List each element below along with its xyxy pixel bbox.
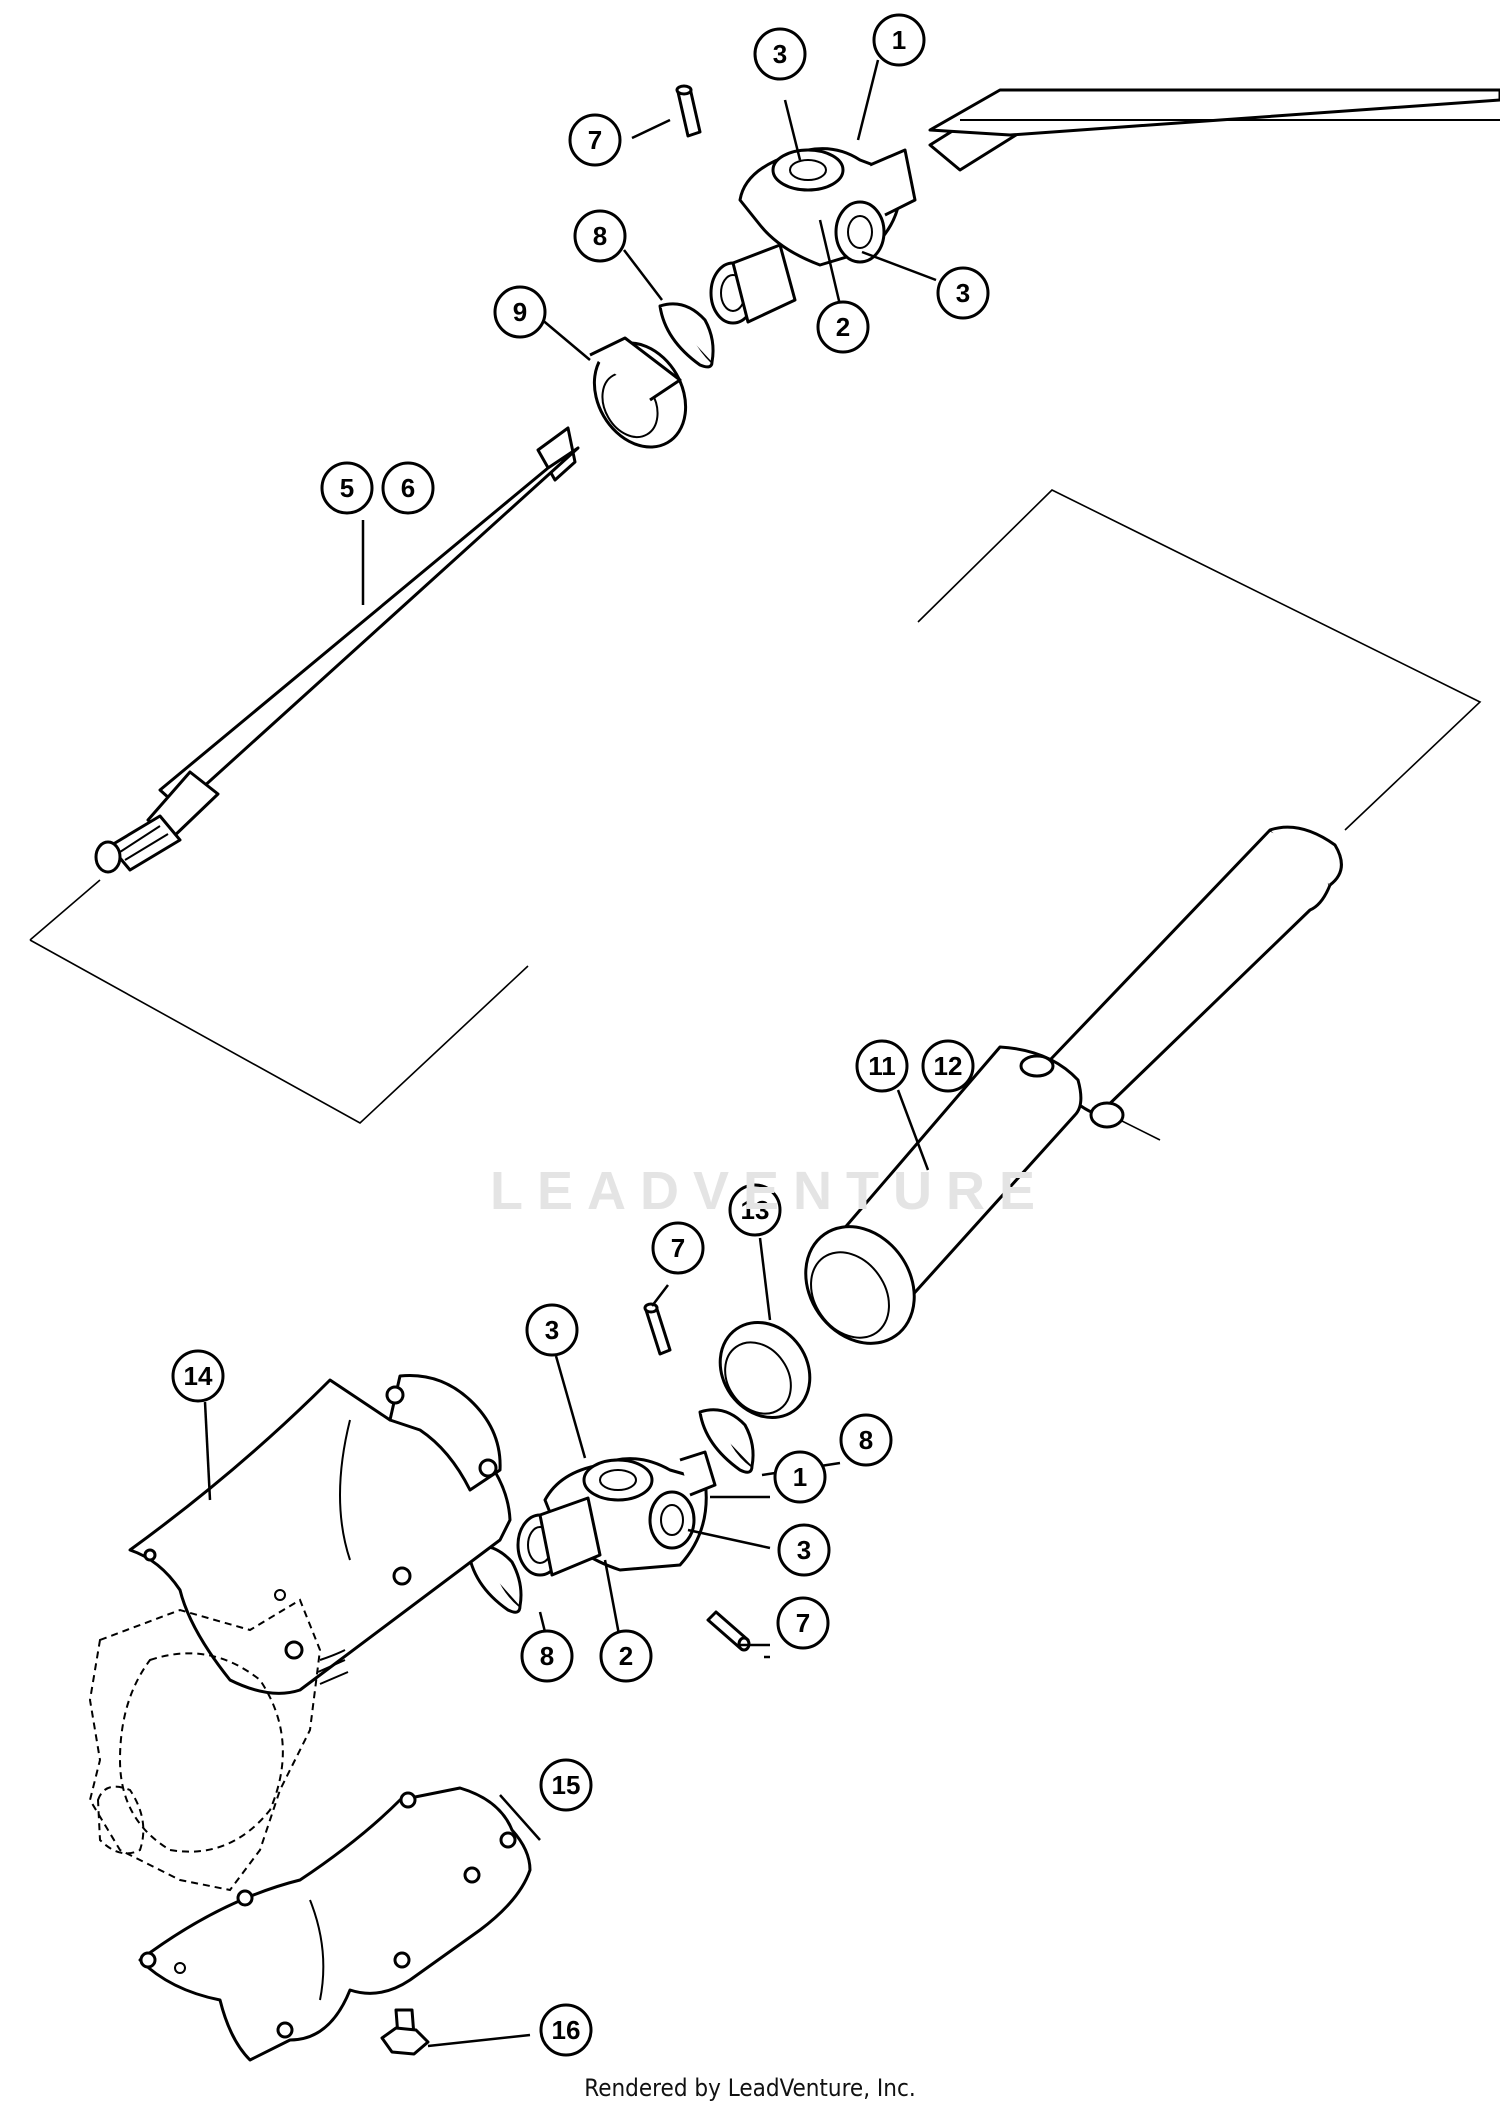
svg-text:3: 3 (797, 1535, 811, 1565)
callout-8-lower-right: 8 (839, 1413, 893, 1467)
snap-ring-mid (698, 1408, 755, 1474)
callout-3-upper-side: 3 (936, 266, 990, 320)
callout-8-lower-left: 8 (520, 1629, 574, 1683)
svg-text:8: 8 (540, 1641, 554, 1671)
svg-text:3: 3 (956, 278, 970, 308)
drive-tube-inner (1048, 825, 1343, 1129)
callout-1-lower: 1 (773, 1450, 827, 1504)
svg-text:8: 8 (593, 221, 607, 251)
svg-text:1: 1 (892, 25, 906, 55)
svg-text:6: 6 (401, 473, 415, 503)
svg-text:7: 7 (588, 125, 602, 155)
svg-text:5: 5 (340, 473, 354, 503)
callout-3-upper-top: 3 (753, 27, 807, 81)
reference-planes (29, 489, 1482, 1141)
callout-2-upper: 2 (816, 300, 870, 354)
svg-text:14: 14 (184, 1361, 213, 1391)
svg-text:13: 13 (741, 1195, 770, 1225)
svg-text:3: 3 (545, 1315, 559, 1345)
callout-7-lower-top: 7 (651, 1221, 705, 1275)
roll-pin-upper (675, 84, 702, 138)
callout-6: 6 (381, 461, 435, 515)
drive-tube-outer (804, 1045, 1083, 1345)
tube-bushing (718, 1320, 812, 1420)
svg-text:7: 7 (671, 1233, 685, 1263)
gearbox-housing (88, 1598, 349, 1892)
svg-text:8: 8 (859, 1425, 873, 1455)
svg-text:15: 15 (552, 1770, 581, 1800)
callout-8-upper: 8 (573, 209, 627, 263)
callout-16: 16 (539, 2003, 593, 2057)
bearing (589, 336, 688, 449)
rendered-by-credit: Rendered by LeadVenture, Inc. (584, 2074, 916, 2102)
svg-text:1: 1 (793, 1462, 807, 1492)
callout-7-lower-bottom: 7 (776, 1596, 830, 1650)
callout-3-lower-side: 3 (777, 1523, 831, 1577)
svg-text:12: 12 (934, 1051, 963, 1081)
watermark-text: LEADVENTURE (490, 1161, 1050, 1221)
svg-text:2: 2 (836, 312, 850, 342)
roll-pin-lower-top (643, 1302, 672, 1356)
callout-1-upper: 1 (872, 13, 926, 67)
callout-3-lower-top: 3 (525, 1303, 579, 1357)
callout-9: 9 (493, 285, 547, 339)
callout-15: 15 (539, 1758, 593, 1812)
callout-7-upper: 7 (568, 113, 622, 167)
shaft (94, 426, 580, 874)
upper-universal-joint (709, 88, 1500, 325)
svg-text:9: 9 (513, 297, 527, 327)
svg-text:2: 2 (619, 1641, 633, 1671)
svg-text:11: 11 (868, 1051, 896, 1081)
callout-5: 5 (320, 461, 374, 515)
svg-text:3: 3 (773, 39, 787, 69)
lower-shield (138, 1786, 532, 2062)
svg-text:7: 7 (796, 1608, 810, 1638)
callout-14: 14 (171, 1349, 225, 1403)
callout-12: 12 (921, 1039, 975, 1093)
lower-universal-joint (516, 1450, 717, 1577)
upper-shield (128, 1374, 512, 1695)
callout-2-lower: 2 (599, 1629, 653, 1683)
hex-bolt (380, 2008, 430, 2056)
callout-11: 11 (855, 1039, 909, 1093)
callout-13: 13 (728, 1183, 782, 1237)
svg-text:16: 16 (552, 2015, 581, 2045)
snap-ring-lower (466, 1544, 523, 1614)
snap-ring-upper (658, 302, 715, 369)
leader-lines (203, 59, 937, 2048)
